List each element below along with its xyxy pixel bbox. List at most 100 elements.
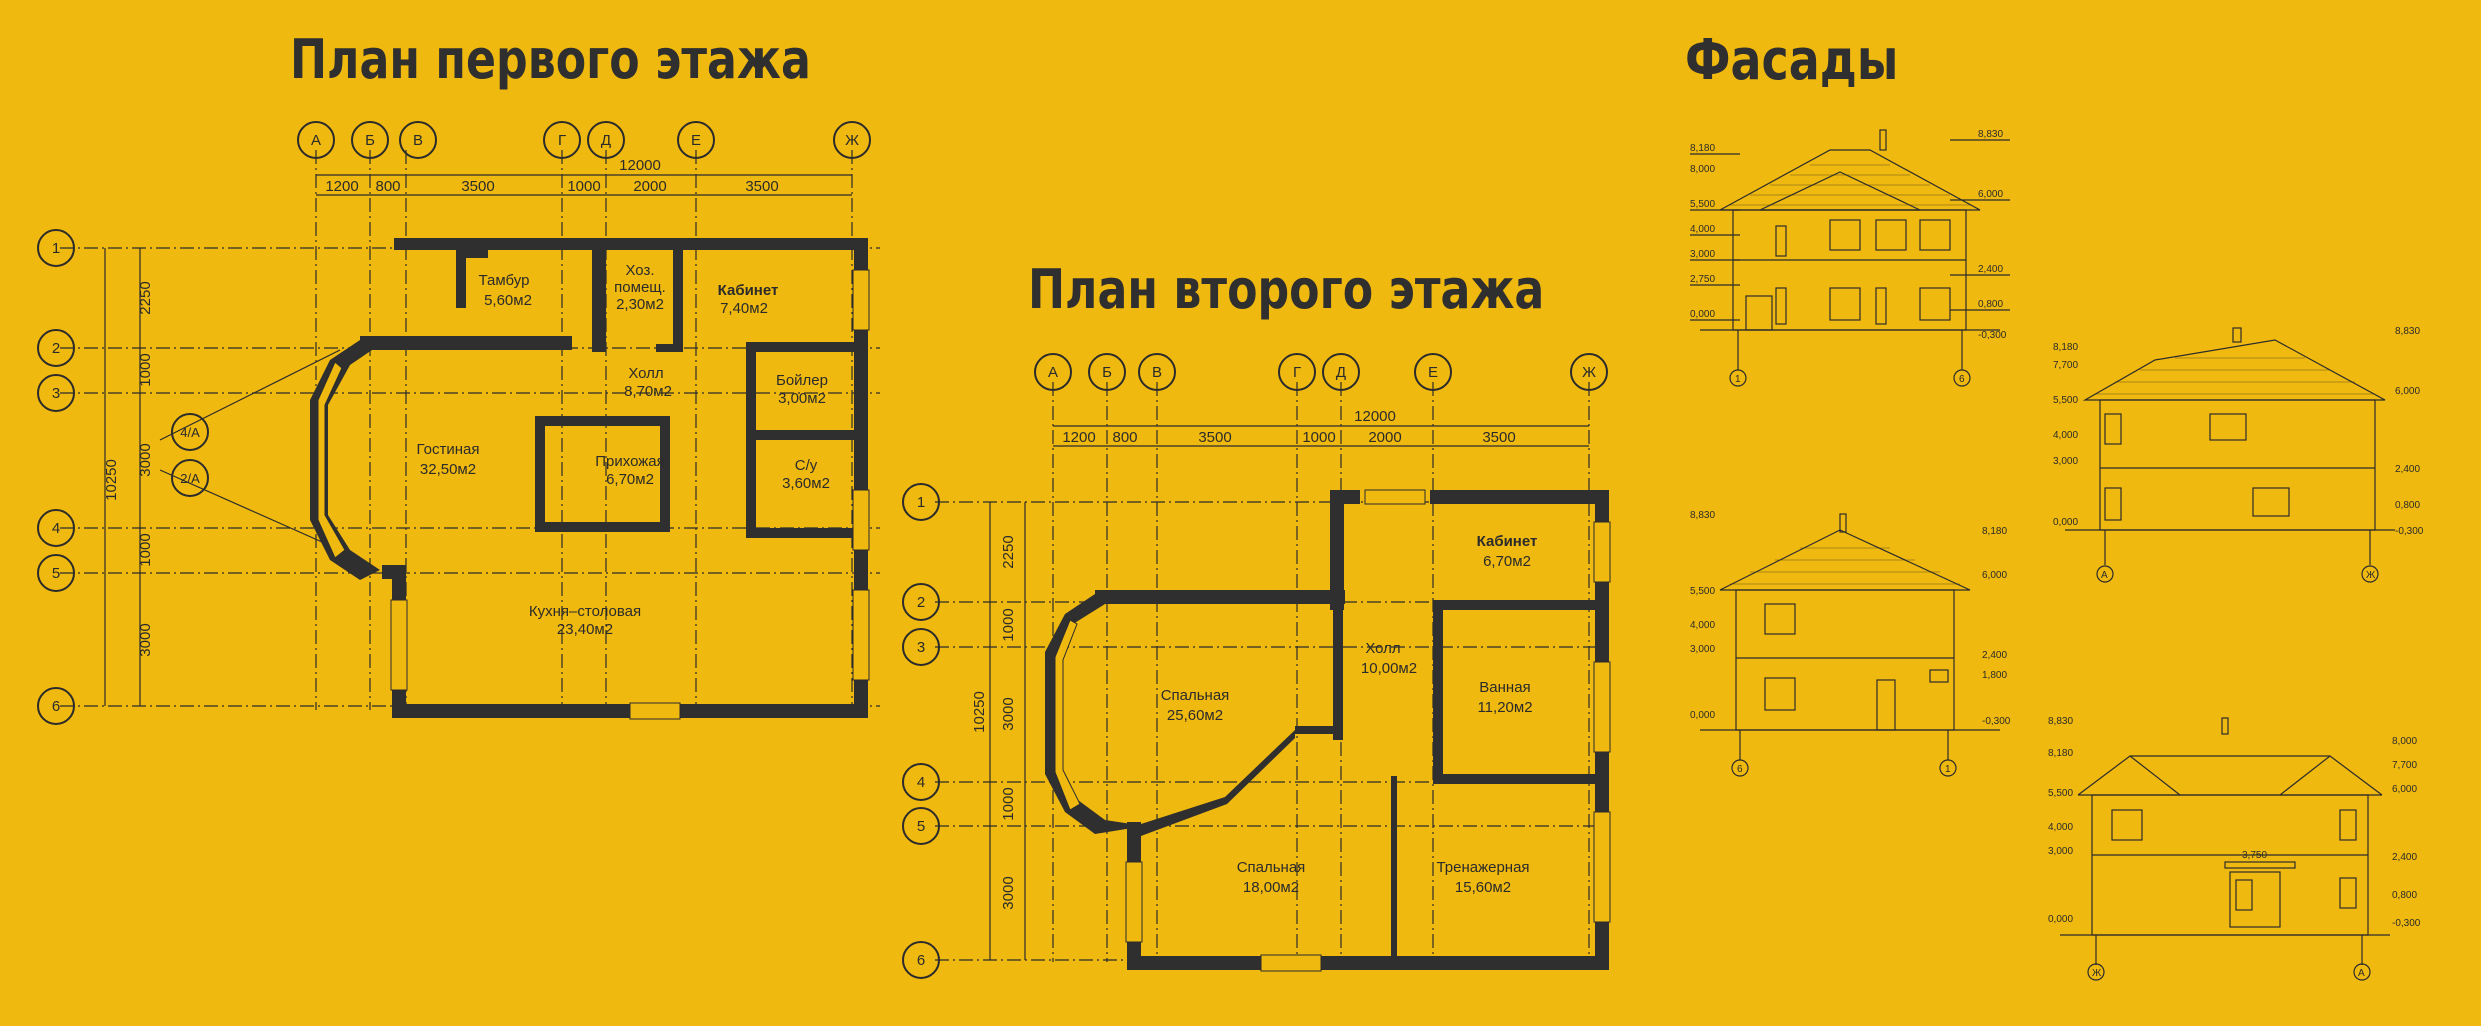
room-name: Кабинет [718, 282, 779, 299]
axis-label: 2 [917, 594, 925, 611]
axis-label: 5 [917, 818, 925, 835]
room-area: 3,60м2 [782, 475, 830, 492]
level-mark: 4,000 [2048, 822, 2073, 833]
room-name: Хоз. [625, 262, 654, 279]
room-name: помещ. [614, 279, 666, 296]
room-area: 15,60м2 [1455, 879, 1511, 896]
dim-top: 3500 [1482, 429, 1515, 446]
axis-label: 6 [1959, 374, 1965, 385]
level-mark: -0,300 [1978, 330, 2007, 341]
axis-label: Д [1336, 364, 1346, 381]
axis-label: 6 [1737, 764, 1743, 775]
dim-top: 800 [375, 178, 400, 195]
axis-label: Д [601, 132, 611, 149]
level-mark: 5,500 [2053, 395, 2078, 406]
floor2-plan: А Б В Г Д Е Ж 1 2 3 4 5 6 12000 1200 800… [902, 353, 1611, 979]
room-name: С/у [795, 457, 818, 474]
level-mark: 6,000 [2395, 386, 2420, 397]
room-area: 10,00м2 [1361, 660, 1417, 677]
room-area: 32,50м2 [420, 461, 476, 478]
dim-left: 1000 [1000, 608, 1017, 641]
axis-label: 1 [1735, 374, 1741, 385]
level-mark: 0,000 [1690, 309, 1715, 320]
level-mark: 2,750 [1690, 274, 1715, 285]
level-mark: -0,300 [2395, 526, 2424, 537]
dim-left: 2250 [137, 281, 154, 314]
axis-label: Б [1102, 364, 1112, 381]
level-mark: 3,000 [1690, 644, 1715, 655]
dim-left: 2250 [1000, 535, 1017, 568]
facade-4: 8,830 8,180 5,500 4,000 3,000 0,000 8,00… [2048, 716, 2420, 981]
room-area: 6,70м2 [1483, 553, 1531, 570]
level-mark: 2,400 [1982, 650, 2007, 661]
level-mark: 4,000 [1690, 620, 1715, 631]
axis-label: 1 [52, 240, 60, 257]
axis-label: А [311, 132, 321, 149]
dim-left: 3000 [1000, 697, 1017, 730]
level-mark: 6,000 [2392, 784, 2417, 795]
level-mark: 0,800 [2392, 890, 2417, 901]
dim-top: 2000 [1368, 429, 1401, 446]
floor1-title: План первого этажа [290, 28, 811, 91]
room-name: Холл [1365, 640, 1400, 657]
dim-left: 3000 [137, 443, 154, 476]
level-mark: 3,000 [2048, 846, 2073, 857]
dim-top: 1000 [567, 178, 600, 195]
level-mark: 6,000 [1978, 189, 2003, 200]
axis-label: Ж [2092, 968, 2102, 979]
level-mark: 4,000 [1690, 224, 1715, 235]
dim-total: 12000 [619, 157, 661, 174]
level-mark: 8,830 [2395, 326, 2420, 337]
room-name: Ванная [1479, 679, 1530, 696]
dim-left: 1000 [1000, 787, 1017, 820]
axis-label: 6 [52, 698, 60, 715]
level-mark: 5,500 [2048, 788, 2073, 799]
section-mark: 2/А [180, 471, 200, 486]
dim-top: 1000 [1302, 429, 1335, 446]
level-mark: 2,400 [2392, 852, 2417, 863]
level-mark: 0,000 [2053, 517, 2078, 528]
room-name: Спальная [1161, 687, 1230, 704]
dim-top: 1200 [1062, 429, 1095, 446]
room-area: 8,70м2 [624, 383, 672, 400]
room-area: 2,30м2 [616, 296, 664, 313]
level-mark: 5,500 [1690, 586, 1715, 597]
axis-label: 3 [917, 639, 925, 656]
level-mark: 8,000 [1690, 164, 1715, 175]
floor2-title: План второго этажа [1028, 258, 1545, 321]
axis-label: Б [365, 132, 375, 149]
level-mark: 4,000 [2053, 430, 2078, 441]
axis-label: В [1152, 364, 1162, 381]
facade-1: 8,180 8,000 5,500 4,000 3,000 2,750 0,00… [1690, 129, 2010, 387]
axis-label: А [2101, 570, 2108, 581]
dim-left-total: 10250 [103, 459, 120, 501]
facade-3: 8,830 5,500 4,000 3,000 0,000 8,180 6,00… [1690, 510, 2011, 777]
level-mark: 8,180 [2048, 748, 2073, 759]
room-name: Тамбур [479, 272, 530, 289]
dim-left: 3000 [137, 623, 154, 656]
dim-top: 1200 [325, 178, 358, 195]
axis-label: Г [558, 132, 566, 149]
level-mark: 8,830 [1978, 129, 2003, 140]
axis-label: Г [1293, 364, 1301, 381]
room-name: Гостиная [417, 441, 480, 458]
level-mark: 0,000 [1690, 710, 1715, 721]
axis-label: А [2358, 968, 2365, 979]
dim-left: 1000 [137, 533, 154, 566]
room-area: 25,60м2 [1167, 707, 1223, 724]
axis-label: Ж [845, 132, 859, 149]
axis-label: В [413, 132, 423, 149]
level-mark: 0,000 [2048, 914, 2073, 925]
facade-2: 8,180 7,700 5,500 4,000 3,000 0,000 8,83… [2053, 326, 2424, 583]
dim-left: 1000 [137, 353, 154, 386]
level-mark: 7,700 [2392, 760, 2417, 771]
axis-label: 3 [52, 385, 60, 402]
axis-label: Ж [2366, 570, 2376, 581]
axis-label: А [1048, 364, 1058, 381]
room-area: 11,20м2 [1477, 699, 1532, 716]
level-mark: 8,180 [1690, 143, 1715, 154]
room-area: 5,60м2 [484, 292, 532, 309]
level-mark: 5,500 [1690, 199, 1715, 210]
axis-label: 1 [917, 494, 925, 511]
level-mark: 8,830 [2048, 716, 2073, 727]
